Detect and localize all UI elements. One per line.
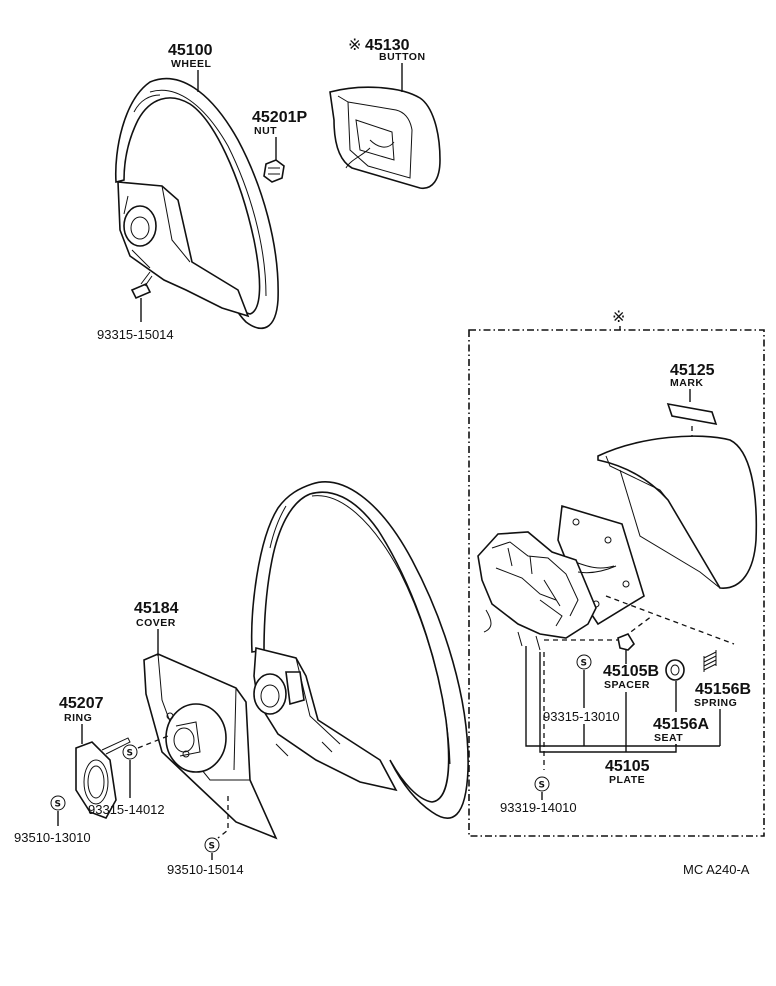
spacer-name: SPACER (604, 679, 650, 691)
plate-part[interactable] (557, 504, 645, 626)
nut-name: NUT (254, 125, 277, 137)
bolt-upper[interactable] (130, 271, 153, 300)
wheel-name: WHEEL (171, 58, 212, 70)
standard-symbol-bottom: S (534, 776, 550, 792)
svg-text:S: S (581, 659, 587, 669)
svg-text:S: S (539, 781, 545, 791)
cover-name: COVER (136, 617, 176, 629)
assembly-mark: ※ (612, 307, 625, 326)
bolt-upper-label: 93315-15014 (97, 327, 174, 342)
spring-number: 45156B (695, 681, 751, 698)
nut-part[interactable] (263, 159, 285, 183)
button-assembly-box (468, 329, 765, 837)
button-number: 45130 (365, 37, 410, 54)
screw-ring-label: 93510-13010 (14, 830, 91, 845)
screw-cover-label: 93510-15014 (167, 862, 244, 877)
seat-part[interactable] (665, 659, 685, 681)
screw-bottom-label: 93319-14010 (500, 800, 577, 815)
spacer-number: 45105B (603, 663, 659, 680)
seat-name: SEAT (654, 732, 683, 744)
button-assembly-mark: ※ (348, 35, 361, 54)
screw-ring-cover-label: 93315-14012 (88, 802, 165, 817)
upper-steering-wheel[interactable] (114, 77, 279, 330)
wheel-number: 45100 (168, 42, 213, 59)
mark-name: MARK (670, 377, 704, 389)
screw-plate-label: 93315-13010 (543, 709, 620, 724)
mark-number: 45125 (670, 362, 715, 379)
ring-number: 45207 (59, 695, 104, 712)
nut-number: 45201P (252, 109, 307, 126)
button-part[interactable] (329, 86, 441, 189)
standard-symbol-cover: S (204, 837, 220, 853)
button-name: BUTTON (379, 51, 426, 63)
svg-text:S: S (209, 842, 215, 852)
button-pad-part[interactable] (597, 435, 758, 589)
ring-name: RING (64, 712, 92, 724)
seat-number: 45156A (653, 716, 709, 733)
lower-steering-wheel[interactable] (250, 481, 469, 819)
svg-text:S: S (55, 800, 61, 810)
standard-symbol-plate: S (576, 654, 592, 670)
spring-part[interactable] (703, 650, 717, 672)
svg-text:S: S (127, 749, 133, 759)
plate-number: 45105 (605, 758, 650, 775)
ring-part[interactable] (75, 737, 131, 819)
mark-part[interactable] (666, 402, 718, 426)
spring-name: SPRING (694, 697, 737, 709)
spacer-part[interactable] (617, 633, 636, 651)
standard-symbol-ring-cover: S (122, 744, 138, 760)
switch-bracket-part[interactable] (477, 531, 617, 651)
diagram-code: MC A240-A (683, 862, 750, 877)
cover-number: 45184 (134, 600, 179, 617)
standard-symbol-ring: S (50, 795, 66, 811)
plate-name: PLATE (609, 774, 645, 786)
cover-part[interactable] (143, 653, 278, 840)
